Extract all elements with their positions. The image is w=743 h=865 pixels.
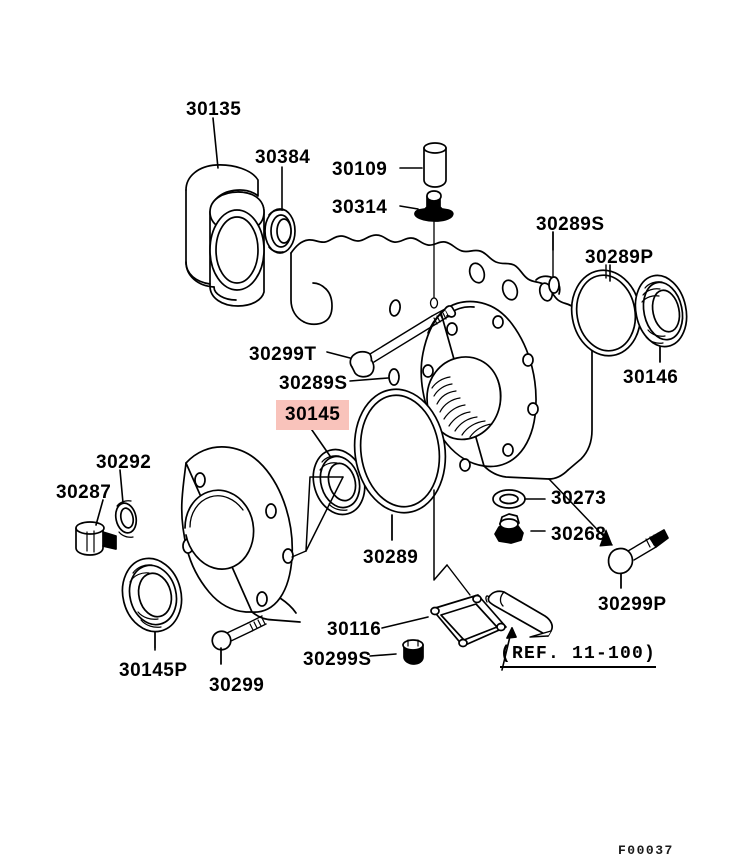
- callout-30299S[interactable]: 30299S: [303, 649, 372, 670]
- callout-30135[interactable]: 30135: [186, 99, 242, 120]
- part-30289P-oring: [570, 264, 642, 357]
- part-30289S-oring-mid: [388, 368, 400, 386]
- part-30289S-oring-upper: [389, 299, 401, 317]
- callout-30289P[interactable]: 30289P: [585, 247, 654, 268]
- callout-30299P[interactable]: 30299P: [598, 594, 667, 615]
- callout-30268[interactable]: 30268: [551, 524, 607, 545]
- part-30146-bearing: [634, 274, 688, 363]
- callout-30299T[interactable]: 30299T: [249, 344, 317, 365]
- part-30292-washer: [114, 500, 138, 538]
- callout-30314[interactable]: 30314: [332, 197, 388, 218]
- part-30384-seal: [264, 208, 296, 254]
- part-30145P-seal: [121, 557, 183, 649]
- part-30299T-bolt: [349, 305, 457, 378]
- part-30289S-oring-top: [548, 231, 560, 294]
- part-30287-plug: [75, 521, 117, 556]
- callout-30384[interactable]: 30384: [255, 147, 311, 168]
- bell-housing-cover: [420, 300, 550, 480]
- callout-30287[interactable]: 30287: [56, 482, 112, 503]
- callout-30289S-mid[interactable]: 30289S: [279, 373, 348, 394]
- part-30299S-bolt: [402, 639, 424, 665]
- callout-30116[interactable]: 30116: [327, 619, 382, 640]
- callout-30146[interactable]: 30146: [623, 367, 679, 388]
- callout-30145P[interactable]: 30145P: [119, 660, 188, 681]
- part-30116-gasket: [430, 564, 507, 648]
- part-30273-washer: [492, 489, 526, 509]
- callout-30289S-top[interactable]: 30289S: [536, 214, 605, 235]
- callout-30109[interactable]: 30109: [332, 159, 388, 180]
- part-30299P-bolt: [607, 529, 669, 589]
- front-housing-cover: [180, 446, 307, 623]
- part-30268-nut: [494, 513, 524, 544]
- callout-30292[interactable]: 30292: [96, 452, 152, 473]
- part-30109-plug: [423, 142, 447, 188]
- part-30299-bolt: [211, 615, 267, 665]
- drawing-code: F00037: [618, 843, 674, 858]
- sealant-tube: [485, 590, 554, 671]
- reference-note[interactable]: (REF. 11-100): [500, 645, 657, 668]
- transmission-case-upper: [290, 234, 593, 480]
- callout-30273[interactable]: 30273: [551, 488, 607, 509]
- callout-30145-highlighted[interactable]: 30145: [276, 400, 350, 430]
- part-30135-boot: [185, 164, 265, 307]
- callout-30289[interactable]: 30289: [363, 547, 419, 568]
- callout-30299[interactable]: 30299: [209, 675, 265, 696]
- part-30314-breather: [414, 190, 454, 309]
